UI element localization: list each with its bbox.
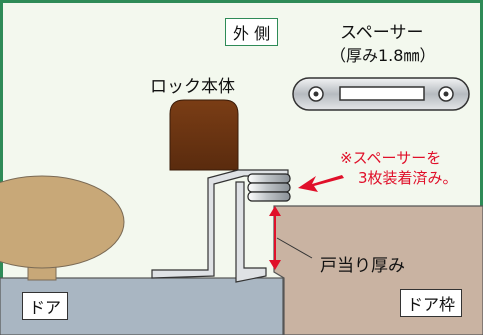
stop-thickness-label: 戸当り厚み [320, 256, 405, 276]
spacer-note-line-2: 3枚装着済み。 [358, 169, 458, 187]
lock-bracket-inner [235, 181, 267, 283]
spacer-stack [247, 173, 291, 202]
spacer-stack-layer-3 [247, 191, 291, 202]
spacer-note-line-1: ※スペーサーを [340, 149, 442, 167]
spacer-pointer-arrow [298, 175, 344, 192]
outside-label: 外 側 [225, 18, 279, 46]
stop-thickness-dimension [269, 206, 313, 270]
door-frame-label: ドア枠 [400, 289, 463, 317]
spacer-stack-layer-2 [247, 182, 291, 193]
lock-body [169, 99, 239, 171]
spacer-name-label: スペーサー [340, 23, 424, 43]
lock-bracket-outer [151, 169, 289, 279]
spacer-stack-layer-1 [247, 173, 291, 184]
spacer-thickness-label: （厚み1.8㎜） [330, 46, 436, 65]
door-knob [0, 175, 125, 269]
spacer-plate-illustration [292, 77, 470, 111]
lock-body-label: ロック本体 [150, 77, 235, 97]
door-label: ドア [22, 292, 69, 320]
